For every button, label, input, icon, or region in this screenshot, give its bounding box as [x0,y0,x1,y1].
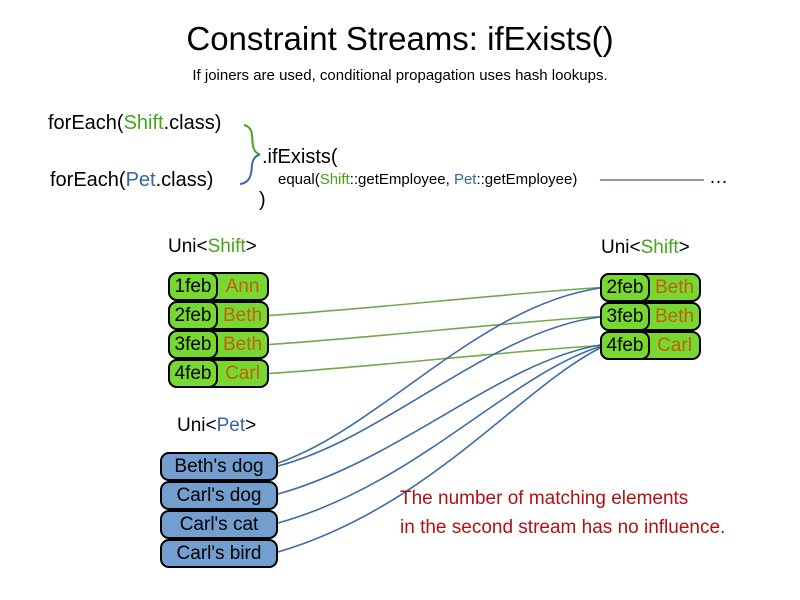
table-row: Ann 1feb [168,272,269,301]
left-shift-table: Ann 1feb Beth 2feb Beth 3feb Carl 4feb [168,272,269,388]
page-title: Constraint Streams: ifExists() [186,20,614,57]
table-row: Beth 2feb [600,273,701,302]
note-text: The number of matching elements in the s… [400,484,725,542]
list-item: Carl's bird [160,539,278,568]
header-text: Uni< [168,236,208,257]
code-text: ::getEmployee, [349,171,454,188]
note-line-2: in the second stream has no influence. [400,517,726,538]
table-row: Carl 4feb [600,331,701,360]
pet-table: Beth's dog Carl's dog Carl's cat Carl's … [160,452,278,568]
shift-type-token: Shift [123,112,164,134]
link-4feb-to-4feb-line [268,344,601,375]
employee-cell: Carl [225,363,260,384]
employee-cell: Ann [225,276,260,297]
code-text: .class) [155,169,214,191]
date-cell: 4feb [168,359,218,388]
pet-table-header: Uni<Pet> [177,415,256,437]
link-2feb-to-2feb-line [268,286,601,317]
link-beths-dog-to-2feb-line [277,287,601,464]
header-text: > [245,236,257,257]
code-text: forEach( [50,169,126,191]
page-subtitle: If joiners are used, conditional propaga… [192,67,608,84]
date-cell: 3feb [600,302,650,331]
brace-pet-half [239,153,261,185]
list-item: Carl's dog [160,481,278,510]
link-carls-dog-to-4feb-line [277,344,601,495]
link-beths-dog-to-3feb-line [277,316,601,467]
list-item: Beth's dog [160,452,278,481]
pet-type-token: Pet [125,169,156,191]
header-text: Uni< [601,237,641,258]
left-shift-table-header: Uni<Shift> [168,236,257,258]
date-cell: 4feb [600,331,650,360]
right-shift-table: Beth 2feb Beth 3feb Carl 4feb [600,273,701,360]
table-row: Beth 3feb [168,330,269,359]
shift-type-token: Shift [319,171,350,188]
employee-cell: Beth [654,277,695,298]
code-ifexists: .ifExists( [262,146,338,168]
shift-type-token: Shift [640,237,679,258]
table-row: Beth 2feb [168,301,269,330]
note-line-1: The number of matching elements [400,488,689,509]
code-ellipsis: … [709,167,729,188]
code-equal-joiner: equal(Shift::getEmployee, Pet::getEmploy… [278,171,577,188]
date-cell: 1feb [168,272,218,301]
date-cell: 2feb [168,301,218,330]
code-close-paren: ) [259,189,266,211]
code-text: .class) [163,112,222,134]
pet-type-token: Pet [216,415,246,436]
code-foreach-pet: forEach(Pet.class) [50,169,213,192]
header-text: > [678,237,690,258]
date-cell: 2feb [600,273,650,302]
header-text: Uni< [177,415,217,436]
employee-cell: Carl [657,335,692,356]
employee-cell: Beth [222,305,263,326]
list-item: Carl's cat [160,510,278,539]
right-shift-table-header: Uni<Shift> [601,237,690,259]
header-text: > [245,415,257,436]
code-text: equal( [278,171,320,188]
pet-type-token: Pet [453,171,477,188]
brace-shift-half [243,124,261,156]
shift-type-token: Shift [207,236,246,257]
table-row: Carl 4feb [168,359,269,388]
code-text: ::getEmployee) [476,171,578,188]
table-row: Beth 3feb [600,302,701,331]
code-foreach-shift: forEach(Shift.class) [48,112,221,135]
code-text: forEach( [48,112,124,134]
employee-cell: Beth [654,306,695,327]
employee-cell: Beth [222,334,263,355]
link-3feb-to-3feb-line [268,315,601,346]
date-cell: 3feb [168,330,218,359]
